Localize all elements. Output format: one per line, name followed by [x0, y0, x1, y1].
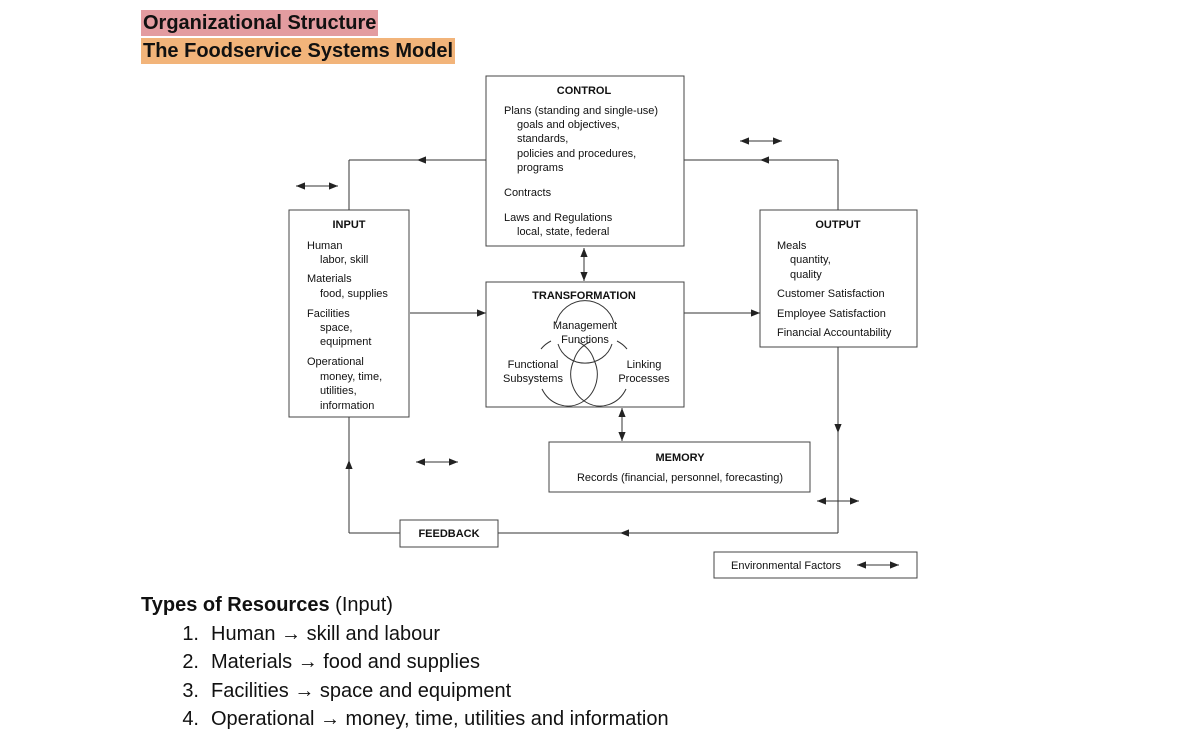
list-item: 1. Human → skill and labour — [141, 620, 669, 649]
input-line: equipment — [320, 336, 371, 348]
resources-section: Types of Resources (Input) 1. Human → ski… — [141, 591, 669, 734]
connector-lines — [345, 156, 842, 537]
list-item-text: Facilities → space and equipment — [211, 679, 512, 702]
input-box: INPUT Human labor, skill Materials food,… — [288, 209, 410, 418]
input-line: space, — [320, 322, 352, 334]
input-line: Facilities — [307, 308, 350, 320]
environmental-factors-legend: Environmental Factors — [713, 551, 918, 579]
venn-arc-bottom-right — [570, 341, 627, 407]
control-line: goals and objectives, — [517, 119, 620, 131]
output-heading: OUTPUT — [815, 219, 861, 231]
list-item-text: Operational → money, time, utilities and… — [211, 708, 669, 730]
management-functions-label: Functions — [561, 334, 609, 346]
legend-label: Environmental Factors — [731, 560, 842, 572]
control-line: Laws and Regulations — [504, 212, 613, 224]
list-item-number: 2. — [182, 651, 199, 673]
memory-text: Records (financial, personnel, forecasti… — [577, 472, 783, 484]
list-item-number: 3. — [182, 679, 199, 702]
control-line: policies and procedures, — [517, 148, 636, 160]
input-line: Operational — [307, 356, 364, 368]
input-line: information — [320, 400, 374, 412]
control-heading: CONTROL — [557, 85, 612, 97]
output-line: Employee Satisfaction — [777, 308, 886, 320]
venn-arc-top-inner — [557, 343, 613, 364]
input-line: utilities, — [320, 385, 357, 397]
list-item: 4. Operational → money, time, utilities a… — [141, 705, 669, 734]
linking-processes-label: Linking — [627, 359, 662, 371]
list-item-number: 1. — [182, 622, 199, 645]
transformation-box: TRANSFORMATION Management Functions Func… — [485, 281, 685, 408]
memory-box: MEMORY Records (financial, personnel, fo… — [548, 441, 811, 493]
functional-subsystems-label: Functional — [508, 359, 559, 371]
output-line: Financial Accountability — [777, 327, 892, 339]
output-box: OUTPUT Meals quantity, quality Customer … — [759, 209, 918, 348]
venn-arc-bottom-left — [541, 341, 598, 407]
output-line: quantity, — [790, 254, 831, 266]
feedback-label: FEEDBACK — [418, 528, 479, 540]
input-heading: INPUT — [333, 219, 366, 231]
input-line: food, supplies — [320, 288, 388, 300]
input-line: Materials — [307, 273, 352, 285]
list-item-number: 4. — [182, 708, 199, 730]
foodservice-systems-diagram: CONTROL Plans (standing and single-use) … — [288, 75, 918, 579]
output-line: quality — [790, 269, 822, 281]
control-box: CONTROL Plans (standing and single-use) … — [485, 75, 685, 247]
control-line: Plans (standing and single-use) — [504, 105, 658, 117]
memory-heading: MEMORY — [655, 452, 705, 464]
list-item-text: Human → skill and labour — [211, 622, 440, 645]
transformation-heading: TRANSFORMATION — [532, 290, 636, 302]
feedback-box: FEEDBACK — [399, 519, 499, 548]
management-functions-label: Management — [553, 320, 617, 332]
input-line: money, time, — [320, 371, 382, 383]
venn-arc-right — [616, 340, 628, 350]
list-item: 2. Materials → food and supplies — [141, 648, 669, 677]
resources-list: 1. Human → skill and labour 2. Materials →… — [141, 620, 669, 734]
list-item: 3. Facilities → space and equipment — [141, 677, 669, 706]
venn-arc-top — [555, 300, 615, 324]
venn-circles — [540, 300, 628, 407]
control-line: standards, — [517, 133, 568, 145]
resources-heading-suffix: (Input) — [335, 594, 393, 616]
output-line: Meals — [777, 240, 807, 252]
list-item-text: Materials → food and supplies — [211, 651, 481, 673]
page-title: Organizational Structure — [141, 10, 379, 36]
resources-heading-bold: Types of Resources — [141, 594, 330, 616]
page-subtitle: The Foodservice Systems Model — [141, 38, 456, 64]
output-line: Customer Satisfaction — [777, 288, 885, 300]
functional-subsystems-label: Subsystems — [503, 373, 563, 385]
resources-heading: Types of Resources (Input) — [141, 591, 669, 620]
environmental-factor-arrows — [296, 137, 859, 505]
linking-processes-label: Processes — [618, 373, 670, 385]
input-line: labor, skill — [320, 254, 368, 266]
control-line: Contracts — [504, 187, 552, 199]
input-line: Human — [307, 240, 342, 252]
control-line: programs — [517, 162, 564, 174]
venn-arc-left — [540, 340, 552, 350]
control-line: local, state, federal — [517, 226, 609, 238]
